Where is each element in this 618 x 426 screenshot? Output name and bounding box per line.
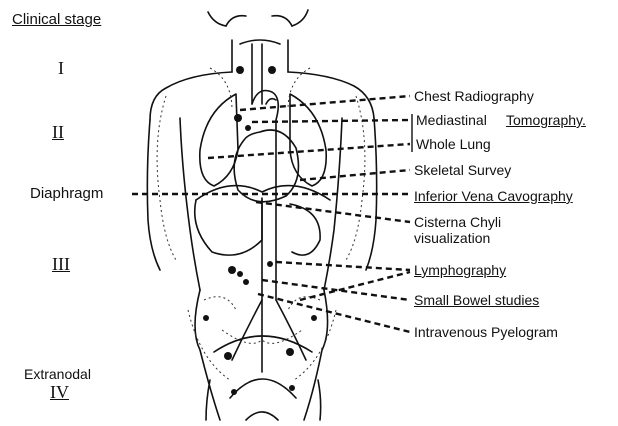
stage-ii: II bbox=[52, 124, 64, 140]
node-dot bbox=[268, 66, 276, 74]
leader-cisterna-chyli bbox=[256, 202, 410, 222]
diaphragm-label: Diaphragm bbox=[30, 186, 103, 202]
node-dot bbox=[243, 279, 249, 285]
node-dot bbox=[228, 266, 236, 274]
leader-skeletal-survey bbox=[300, 170, 410, 180]
node-dot bbox=[311, 315, 317, 321]
node-dot bbox=[224, 352, 232, 360]
stage-i: I bbox=[58, 60, 64, 76]
label-inferior-vena-cavography: Inferior Vena Cavography bbox=[414, 188, 573, 204]
leader-ivp bbox=[258, 294, 410, 332]
leader-lymphography bbox=[276, 262, 410, 270]
node-dot bbox=[286, 348, 294, 356]
node-dot bbox=[289, 385, 295, 391]
label-tomography: Tomography. bbox=[506, 112, 586, 128]
node-dot bbox=[231, 389, 237, 395]
label-visualization: visualization bbox=[414, 230, 490, 246]
label-chest-radiography: Chest Radiography bbox=[414, 88, 534, 104]
stage-extranodal: Extranodal bbox=[24, 366, 91, 382]
stage-iv: IV bbox=[50, 384, 69, 400]
node-dot bbox=[245, 125, 251, 131]
label-intravenous-pyelogram: Intravenous Pyelogram bbox=[414, 324, 558, 340]
clinical-stage-heading: Clinical stage bbox=[12, 12, 101, 28]
node-dot bbox=[203, 315, 209, 321]
leader-chest-radiography bbox=[240, 96, 410, 110]
node-dot bbox=[234, 114, 242, 122]
label-whole-lung: Whole Lung bbox=[416, 136, 491, 152]
label-lymphography: Lymphography bbox=[414, 262, 506, 278]
leader-small-bowel bbox=[262, 280, 410, 300]
stage-iii: III bbox=[52, 256, 70, 272]
label-mediastinal: Mediastinal bbox=[416, 112, 487, 128]
leader-lymphography-lower bbox=[300, 272, 410, 300]
node-dot bbox=[236, 66, 244, 74]
node-dot bbox=[237, 271, 243, 277]
label-cisterna-chyli: Cisterna Chyli bbox=[414, 214, 501, 230]
label-skeletal-survey: Skeletal Survey bbox=[414, 162, 511, 178]
node-dot bbox=[267, 261, 273, 267]
label-small-bowel-studies: Small Bowel studies bbox=[414, 292, 539, 308]
